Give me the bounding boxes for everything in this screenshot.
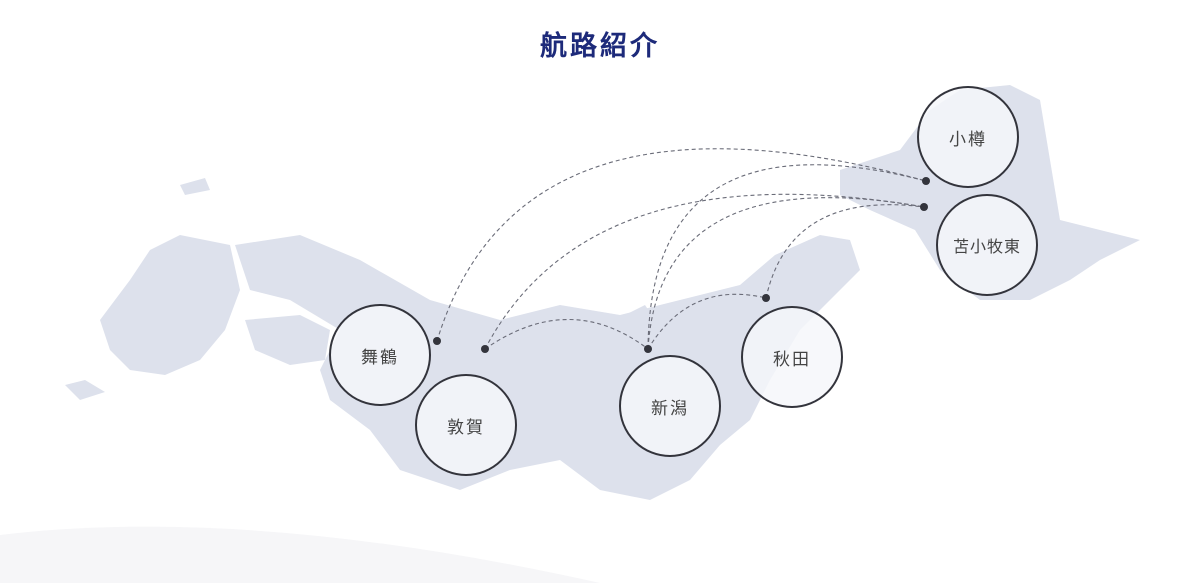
port-niigata[interactable]: 新潟 — [619, 355, 721, 457]
port-dot-akita — [762, 294, 770, 302]
port-label: 舞鶴 — [361, 347, 399, 368]
port-maizuru[interactable]: 舞鶴 — [329, 304, 431, 406]
hokkaido — [840, 85, 1140, 300]
port-dot-tomakomai — [920, 203, 928, 211]
route-tsuruga-niigata — [484, 318, 649, 350]
port-tomakomai-higashi[interactable]: 苫小牧東 — [936, 194, 1038, 296]
port-label: 秋田 — [773, 349, 811, 370]
bottom-wave — [0, 526, 600, 583]
port-dot-otaru — [922, 177, 930, 185]
port-akita[interactable]: 秋田 — [741, 306, 843, 408]
shikoku — [245, 315, 330, 365]
route-niigata-tomakomai — [647, 197, 925, 350]
sado — [625, 305, 655, 328]
port-dot-tsuruga — [481, 345, 489, 353]
port-otaru[interactable]: 小樽 — [917, 86, 1019, 188]
port-tsuruga[interactable]: 敦賀 — [415, 374, 517, 476]
route-niigata-akita — [647, 293, 767, 350]
port-label: 小樽 — [949, 129, 987, 150]
routes — [436, 148, 927, 350]
page-title: 航路紹介 — [540, 31, 660, 62]
route-niigata-otaru — [647, 164, 927, 350]
route-maizuru-otaru — [436, 148, 927, 342]
island — [65, 380, 105, 400]
port-label: 敦賀 — [447, 417, 485, 438]
port-label: 苫小牧東 — [952, 237, 1021, 256]
port-dots — [433, 177, 930, 353]
port-dot-niigata — [644, 345, 652, 353]
island — [180, 178, 210, 195]
port-label: 新潟 — [651, 398, 689, 419]
route-tsuruga-tomakomai — [484, 193, 925, 350]
kyushu — [100, 235, 240, 375]
port-dot-maizuru — [433, 337, 441, 345]
